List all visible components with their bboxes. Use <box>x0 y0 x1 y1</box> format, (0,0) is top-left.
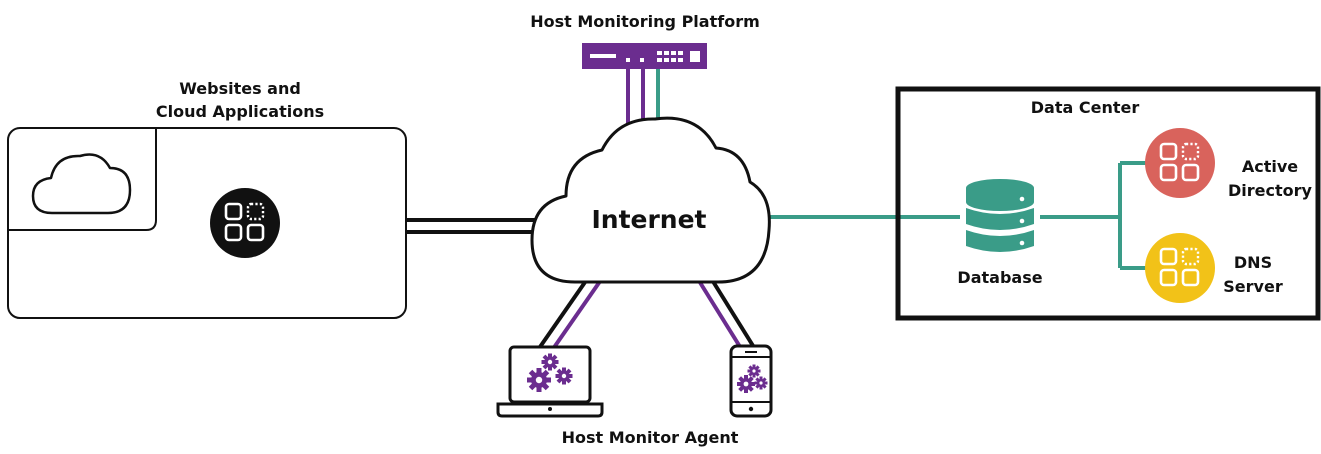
phone-gears-icon <box>729 344 773 418</box>
websites-label-line1: Websites and <box>179 79 301 98</box>
active-directory-icon <box>1145 128 1215 198</box>
database-label: Database <box>957 268 1043 287</box>
internet-label: Internet <box>591 205 707 234</box>
data-center-box <box>895 86 1321 321</box>
cloud-icon <box>31 153 132 215</box>
network-switch-icon <box>582 43 707 69</box>
app-grid-icon <box>210 188 280 258</box>
connector-internet-datacenter <box>765 161 1148 270</box>
websites-label-line2: Cloud Applications <box>155 102 325 121</box>
dns-server-icon <box>1145 233 1215 303</box>
platform-label: Host Monitoring Platform <box>530 12 760 31</box>
active-directory-label-line2: Directory <box>1228 181 1312 200</box>
dns-label-line1: DNS <box>1233 253 1273 272</box>
dns-label-line2: Server <box>1223 277 1283 296</box>
data-center-label: Data Center <box>1030 98 1140 117</box>
agent-label: Host Monitor Agent <box>561 428 739 447</box>
database-icon <box>966 179 1034 252</box>
connector-internet-laptop <box>531 273 605 361</box>
connector-internet-phone <box>694 273 757 352</box>
active-directory-label-line1: Active <box>1241 157 1299 176</box>
internet-cloud <box>530 116 771 284</box>
laptop-gears-icon <box>496 345 604 418</box>
